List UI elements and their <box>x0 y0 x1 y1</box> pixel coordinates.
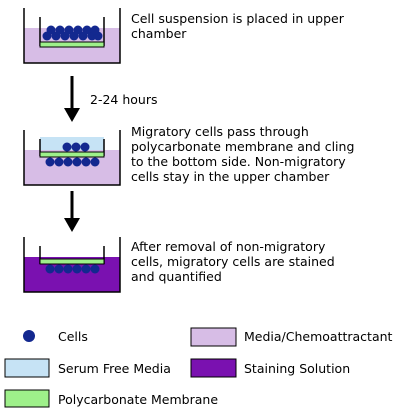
well-step-3 <box>23 237 121 293</box>
outer-well-wall <box>23 130 121 186</box>
legend-staining-label: Staining Solution <box>244 361 351 376</box>
legend-serum-swatch <box>4 358 50 378</box>
well-step-2 <box>23 130 121 186</box>
arrow-1-label: 2-24 hours <box>90 92 158 107</box>
legend-membrane-label: Polycarbonate Membrane <box>58 392 219 407</box>
legend-membrane-swatch <box>4 389 50 408</box>
legend-serum-label: Serum Free Media <box>58 361 171 376</box>
polycarbonate-membrane <box>39 151 105 158</box>
well-step-1 <box>23 8 121 64</box>
outer-well-wall <box>23 237 121 293</box>
cells-migrated <box>45 157 100 167</box>
legend-cells-label: Cells <box>58 329 88 344</box>
step-2-text: Migratory cells pass through polycarbona… <box>131 124 355 184</box>
legend-media-label: Media/Chemoattractant <box>244 329 393 344</box>
polycarbonate-membrane <box>39 258 105 265</box>
polycarbonate-membrane <box>39 41 105 48</box>
cells-upper <box>42 25 103 41</box>
step-3-text: After removal of non-migratory cells, mi… <box>131 239 335 284</box>
cells-stained <box>45 264 100 274</box>
legend-media-swatch <box>190 327 237 347</box>
legend-cells-swatch <box>23 330 35 342</box>
cells-upper <box>62 142 90 152</box>
legend-staining-swatch <box>190 358 237 378</box>
step-1-text: Cell suspension is placed in upper chamb… <box>131 11 344 41</box>
arrow-2 <box>64 191 80 232</box>
outer-well-wall <box>23 8 121 64</box>
arrow-1 <box>64 76 80 122</box>
